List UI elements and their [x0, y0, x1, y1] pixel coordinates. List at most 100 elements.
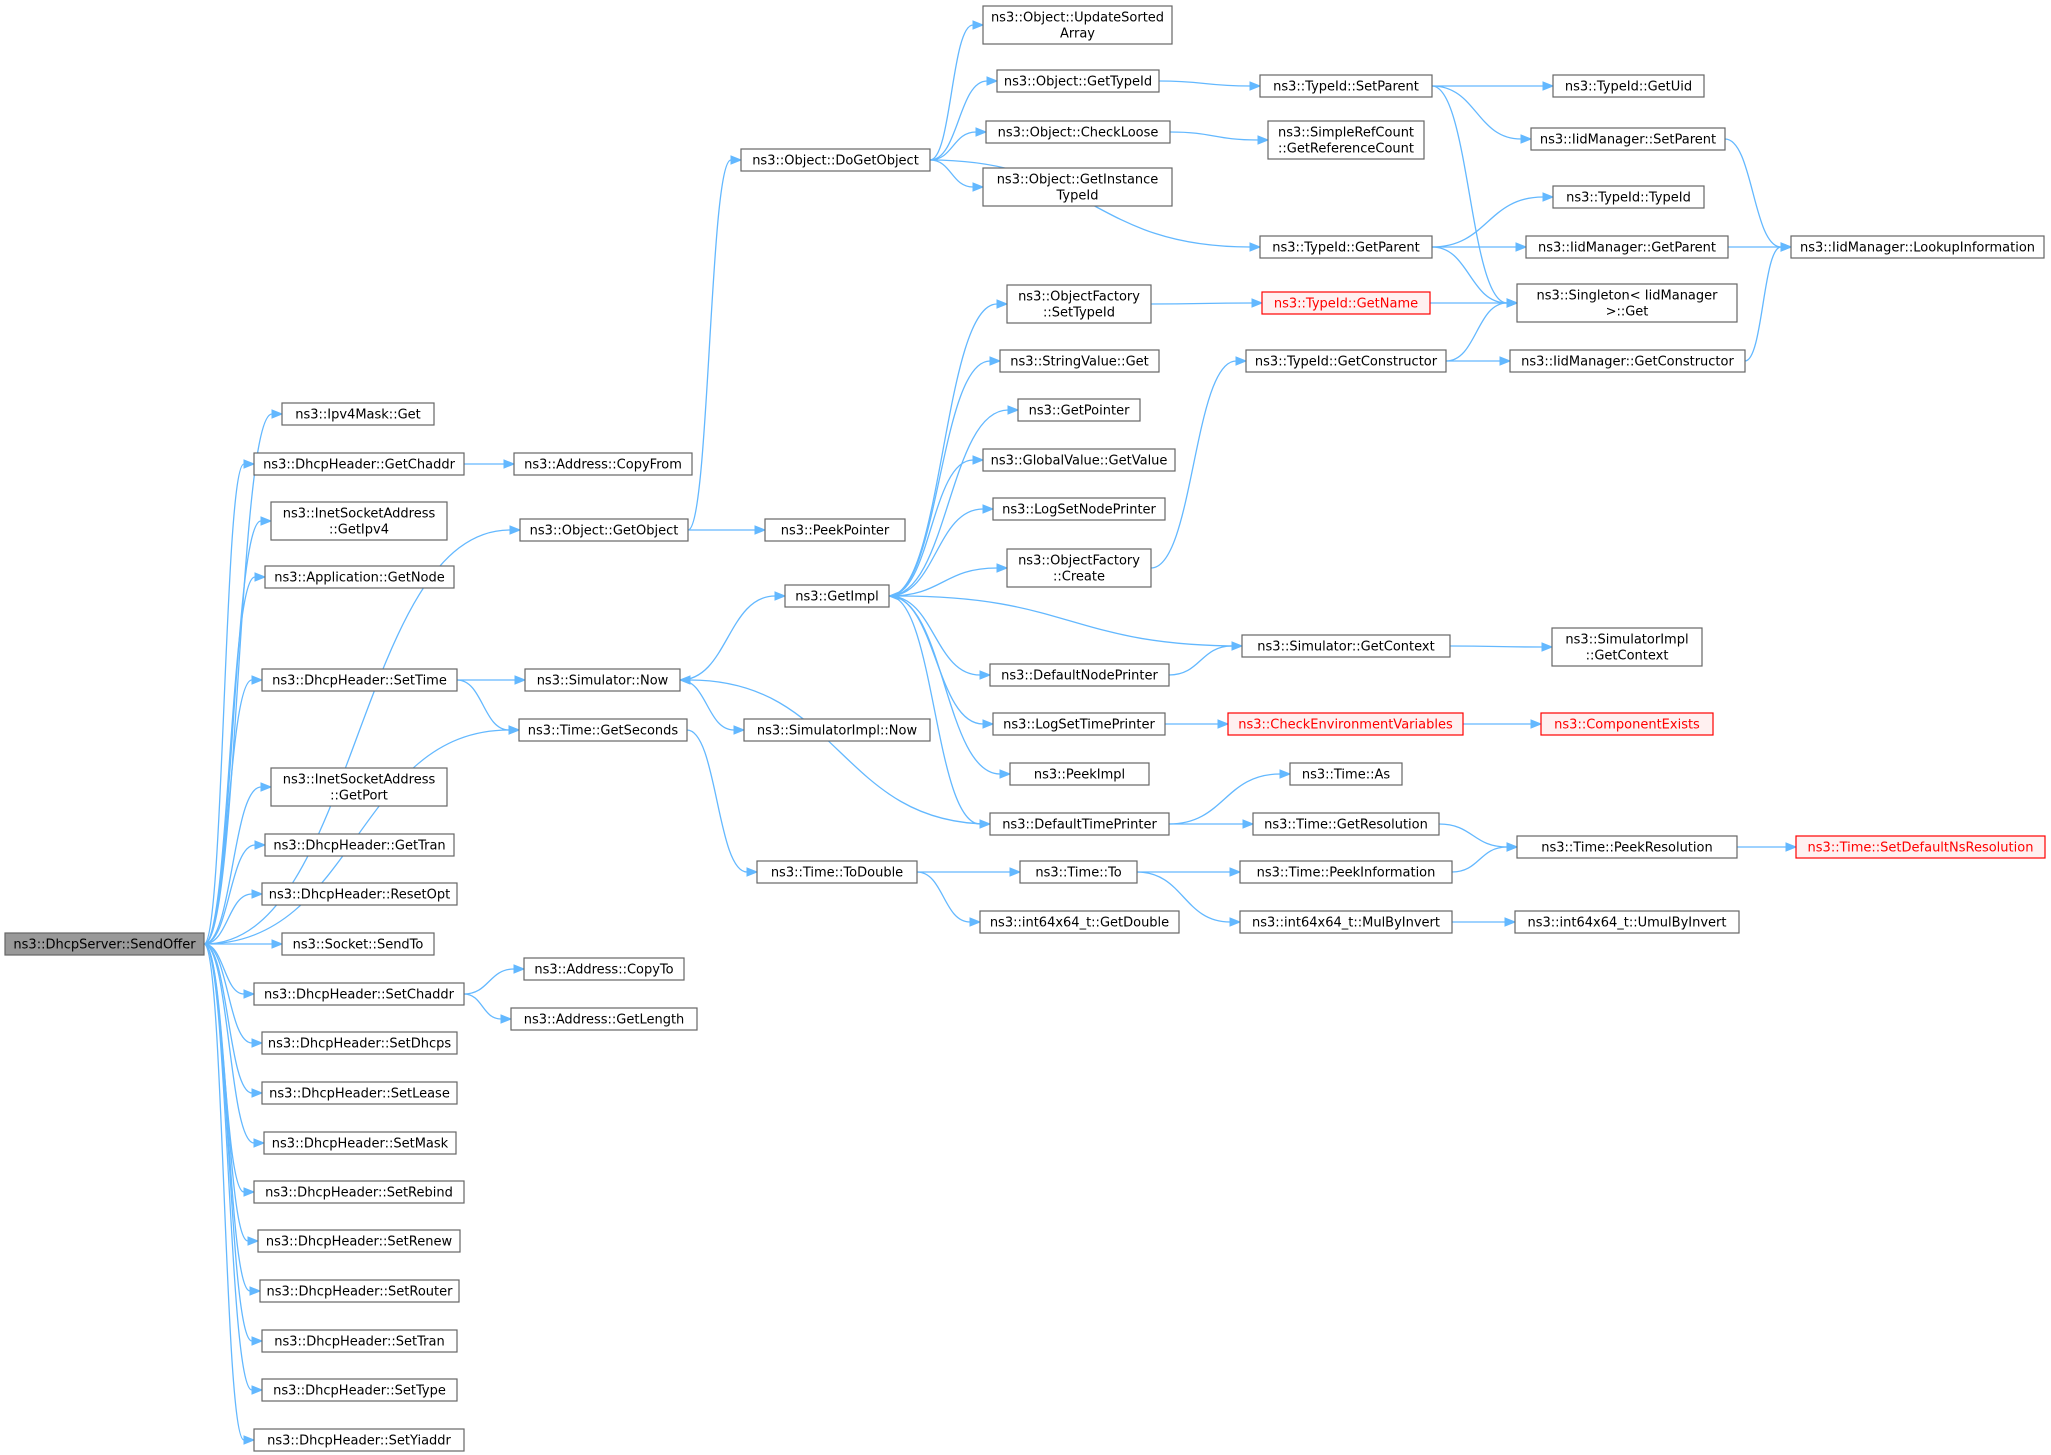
node-label: ns3::Object::GetObject — [530, 524, 679, 539]
node-label: ns3::IidManager::GetConstructor — [1521, 355, 1734, 370]
node-setrebind[interactable]: ns3::DhcpHeader::SetRebind — [253, 1180, 465, 1204]
node-time-todouble[interactable]: ns3::Time::ToDouble — [756, 860, 918, 884]
node-label: ns3::DhcpHeader::SetLease — [269, 1087, 450, 1102]
node-obj-gettypeid[interactable]: ns3::Object::GetTypeId — [996, 69, 1160, 93]
node-logsetnodeprinter[interactable]: ns3::LogSetNodePrinter — [992, 497, 1166, 521]
node-setdhcps[interactable]: ns3::DhcpHeader::SetDhcps — [261, 1031, 458, 1055]
node-obj-getobject[interactable]: ns3::Object::GetObject — [519, 518, 689, 542]
node-componentexists[interactable]: ns3::ComponentExists — [1540, 712, 1714, 736]
node-typeid-getuid[interactable]: ns3::TypeId::GetUid — [1552, 74, 1705, 98]
node-label: ::GetIpv4 — [329, 523, 389, 538]
node-time-setdefaultns[interactable]: ns3::Time::SetDefaultNsResolution — [1795, 835, 2046, 859]
node-getchaddr[interactable]: ns3::DhcpHeader::GetChaddr — [253, 452, 465, 476]
edge-typeid-getconstructor-to-iid-getconstructor — [1446, 356, 1512, 366]
edge-typeid-getconstructor-to-singleton-get — [1445, 298, 1519, 362]
node-addr-copyto[interactable]: ns3::Address::CopyTo — [523, 957, 685, 981]
edge-time-to-to-time-peekinformation — [1137, 867, 1242, 877]
node-getpointer[interactable]: ns3::GetPointer — [1017, 398, 1141, 422]
node-inet-getport[interactable]: ns3::InetSocketAddress::GetPort — [270, 767, 448, 807]
node-label: ns3::Singleton< IidManager — [1536, 289, 1718, 304]
node-setmask[interactable]: ns3::DhcpHeader::SetMask — [263, 1131, 457, 1155]
node-label: ns3::Time::ToDouble — [771, 866, 903, 881]
node-time-to[interactable]: ns3::Time::To — [1019, 860, 1138, 884]
node-logsettimeprinter[interactable]: ns3::LogSetTimePrinter — [992, 712, 1166, 736]
node-objfact-create[interactable]: ns3::ObjectFactory::Create — [1006, 548, 1152, 588]
node-iid-getparent[interactable]: ns3::IidManager::GetParent — [1525, 235, 1729, 259]
node-int64-umulbyinvert[interactable]: ns3::int64x64_t::UmulByInvert — [1514, 910, 1740, 934]
node-label: ns3::Application::GetNode — [274, 571, 445, 586]
edge-sendoffer-to-inet-getport — [203, 782, 273, 945]
node-sim-getcontext[interactable]: ns3::Simulator::GetContext — [1241, 634, 1451, 658]
node-iid-getconstructor[interactable]: ns3::IidManager::GetConstructor — [1509, 349, 1746, 373]
node-app-getnode[interactable]: ns3::Application::GetNode — [264, 565, 455, 589]
node-label: ns3::IidManager::GetParent — [1538, 241, 1716, 256]
node-addr-copyfrom[interactable]: ns3::Address::CopyFrom — [513, 452, 693, 476]
node-simimpl-now[interactable]: ns3::SimulatorImpl::Now — [743, 718, 931, 742]
node-globalvalue-getvalue[interactable]: ns3::GlobalValue::GetValue — [982, 448, 1176, 472]
node-stringvalue-get[interactable]: ns3::StringValue::Get — [999, 349, 1160, 373]
node-gettran[interactable]: ns3::DhcpHeader::GetTran — [264, 833, 455, 857]
edge-iid-getconstructor-to-iid-lookupinfo — [1744, 242, 1793, 362]
node-obj-dogetobject[interactable]: ns3::Object::DoGetObject — [740, 148, 931, 172]
node-checkenv[interactable]: ns3::CheckEnvironmentVariables — [1227, 712, 1464, 736]
node-label: ns3::InetSocketAddress — [283, 507, 436, 522]
node-defaulttimeprinter[interactable]: ns3::DefaultTimePrinter — [989, 812, 1170, 836]
node-obj-checkloose[interactable]: ns3::Object::CheckLoose — [985, 120, 1171, 144]
node-inet-getipv4[interactable]: ns3::InetSocketAddress::GetIpv4 — [270, 501, 448, 541]
node-label: ns3::SimulatorImpl — [1565, 633, 1688, 648]
node-typeid-getparent[interactable]: ns3::TypeId::GetParent — [1259, 235, 1433, 259]
node-typeid-setparent[interactable]: ns3::TypeId::SetParent — [1259, 74, 1433, 98]
node-settype[interactable]: ns3::DhcpHeader::SetType — [261, 1378, 458, 1402]
node-simplerefcount[interactable]: ns3::SimpleRefCount::GetReferenceCount — [1267, 120, 1425, 160]
node-setrouter[interactable]: ns3::DhcpHeader::SetRouter — [259, 1279, 460, 1303]
node-label: ns3::DhcpHeader::ResetOpt — [269, 888, 450, 903]
edge-sendoffer-to-setyiaddr — [203, 943, 256, 1445]
edge-time-todouble-to-time-to — [917, 867, 1022, 877]
edge-sendoffer-to-inet-getipv4 — [203, 516, 273, 945]
node-setyiaddr[interactable]: ns3::DhcpHeader::SetYiaddr — [253, 1428, 465, 1452]
node-setrenew[interactable]: ns3::DhcpHeader::SetRenew — [257, 1229, 461, 1253]
node-simimpl-getcontext[interactable]: ns3::SimulatorImpl::GetContext — [1551, 627, 1703, 667]
node-setlease[interactable]: ns3::DhcpHeader::SetLease — [261, 1081, 458, 1105]
node-iid-setparent[interactable]: ns3::IidManager::SetParent — [1530, 127, 1726, 151]
node-settran[interactable]: ns3::DhcpHeader::SetTran — [261, 1329, 458, 1353]
node-sim-now[interactable]: ns3::Simulator::Now — [524, 668, 681, 692]
node-peekimpl[interactable]: ns3::PeekImpl — [1009, 762, 1150, 786]
node-ipv4mask-get[interactable]: ns3::Ipv4Mask::Get — [281, 402, 435, 426]
node-label: ns3::Address::CopyFrom — [524, 458, 682, 473]
node-time-as[interactable]: ns3::Time::As — [1289, 762, 1403, 786]
node-setchaddr[interactable]: ns3::DhcpHeader::SetChaddr — [253, 982, 465, 1006]
node-socket-sendto[interactable]: ns3::Socket::SendTo — [281, 932, 435, 956]
node-iid-lookupinfo[interactable]: ns3::IidManager::LookupInformation — [1790, 235, 2045, 259]
node-resetopt[interactable]: ns3::DhcpHeader::ResetOpt — [261, 882, 458, 906]
node-label: ns3::TypeId::TypeId — [1566, 191, 1691, 206]
node-peekpointer[interactable]: ns3::PeekPointer — [764, 518, 906, 542]
node-label: ns3::DhcpHeader::GetChaddr — [263, 458, 456, 473]
node-int64-getdouble[interactable]: ns3::int64x64_t::GetDouble — [979, 910, 1180, 934]
node-objfact-settypeid[interactable]: ns3::ObjectFactory::SetTypeId — [1006, 284, 1152, 324]
node-typeid-typeid[interactable]: ns3::TypeId::TypeId — [1552, 185, 1705, 209]
node-label: ns3::IidManager::LookupInformation — [1800, 241, 2035, 256]
node-sendoffer[interactable]: ns3::DhcpServer::SendOffer — [4, 932, 205, 956]
node-singleton-get[interactable]: ns3::Singleton< IidManager>::Get — [1516, 283, 1738, 323]
node-label: ns3::TypeId::GetName — [1274, 297, 1418, 312]
edge-sendoffer-to-settime — [203, 675, 264, 945]
node-defaultnodeprinter[interactable]: ns3::DefaultNodePrinter — [989, 663, 1170, 687]
node-settime[interactable]: ns3::DhcpHeader::SetTime — [261, 668, 458, 692]
node-typeid-getconstructor[interactable]: ns3::TypeId::GetConstructor — [1245, 349, 1447, 373]
node-label: ns3::DhcpHeader::SetYiaddr — [267, 1434, 451, 1449]
node-time-getresolution[interactable]: ns3::Time::GetResolution — [1252, 812, 1440, 836]
node-typeid-getname[interactable]: ns3::TypeId::GetName — [1261, 291, 1431, 315]
edge-sendoffer-to-gettran — [203, 840, 267, 945]
node-label: ns3::Address::CopyTo — [534, 963, 673, 978]
node-time-peekresolution[interactable]: ns3::Time::PeekResolution — [1516, 835, 1738, 859]
node-time-getseconds[interactable]: ns3::Time::GetSeconds — [518, 718, 688, 742]
node-addr-getlength[interactable]: ns3::Address::GetLength — [510, 1007, 698, 1031]
node-int64-mulbyinvert[interactable]: ns3::int64x64_t::MulByInvert — [1239, 910, 1453, 934]
node-label: ns3::Time::To — [1035, 866, 1121, 881]
node-time-peekinformation[interactable]: ns3::Time::PeekInformation — [1239, 860, 1453, 884]
node-getimpl[interactable]: ns3::GetImpl — [784, 584, 890, 608]
